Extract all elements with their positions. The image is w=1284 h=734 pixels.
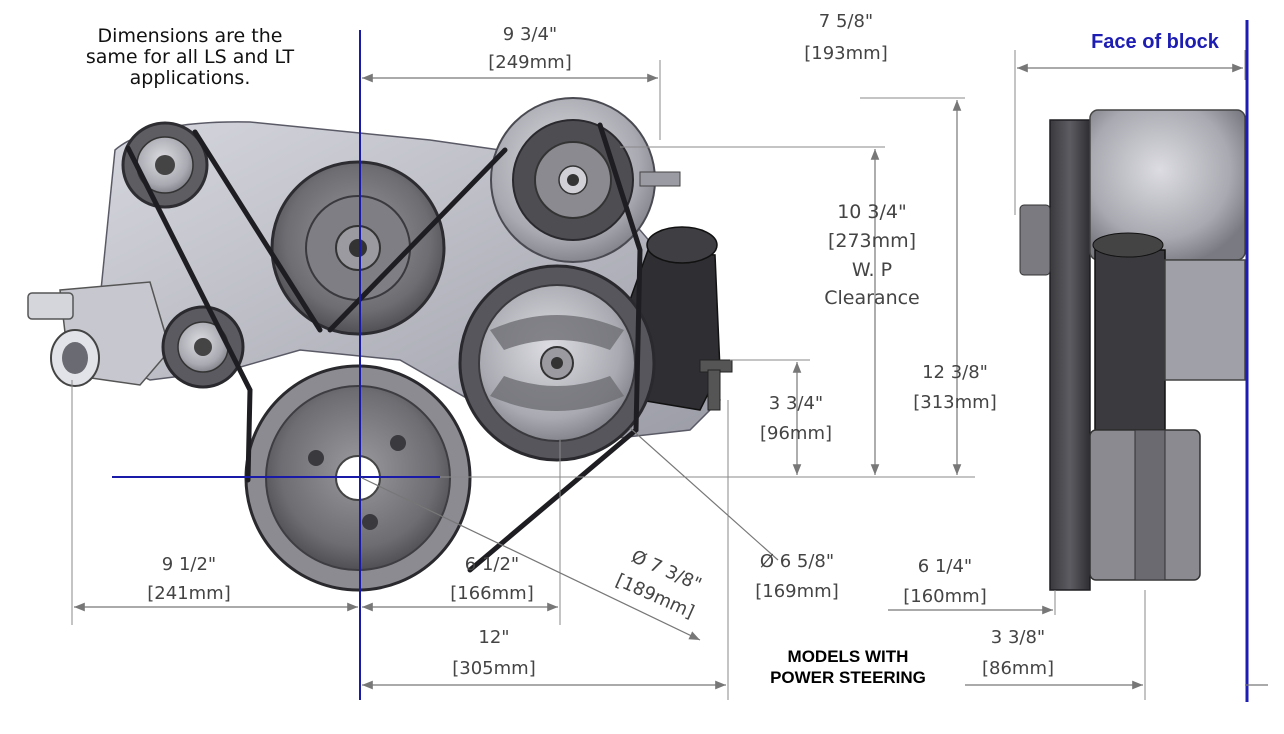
svg-text:[305mm]: [305mm]: [452, 658, 535, 679]
svg-text:[249mm]: [249mm]: [488, 52, 571, 73]
svg-text:[241mm]: [241mm]: [147, 583, 230, 604]
extension-lines: [71, 50, 1246, 700]
svg-text:6 1/2": 6 1/2": [465, 554, 519, 575]
svg-text:[166mm]: [166mm]: [450, 583, 533, 604]
svg-text:[96mm]: [96mm]: [760, 423, 832, 444]
dim-crank-to-face: 6 1/4" [160mm]: [903, 556, 986, 607]
svg-text:6 1/4": 6 1/4": [918, 556, 972, 577]
svg-text:[86mm]: [86mm]: [982, 658, 1054, 679]
water-pump-pulley: [270, 160, 446, 336]
thermostat-housing: [27, 281, 171, 387]
svg-text:3 3/4": 3 3/4": [769, 393, 823, 414]
idler-pulley-lower: [161, 305, 245, 389]
dim-total-height: 12 3/8" [313mm]: [913, 362, 996, 413]
svg-text:12 3/8": 12 3/8": [922, 362, 988, 383]
svg-text:7 5/8": 7 5/8": [819, 11, 873, 32]
svg-text:10 3/4": 10 3/4": [837, 201, 907, 223]
svg-text:W. P: W. P: [852, 259, 892, 281]
dim-bottom-width: 12" [305mm]: [452, 627, 535, 679]
idler-pulley-top: [121, 121, 209, 209]
svg-text:9 1/2": 9 1/2": [162, 554, 216, 575]
dim-ps-height: 3 3/4" [96mm]: [760, 393, 832, 444]
svg-text:Clearance: Clearance: [824, 287, 920, 309]
dim-wp-clearance: 10 3/4" [273mm] W. P Clearance: [824, 201, 920, 309]
svg-text:[313mm]: [313mm]: [913, 392, 996, 413]
power-steering-pulley: [458, 264, 656, 462]
svg-text:9 3/4": 9 3/4": [503, 24, 557, 45]
applicability-note: Dimensions are the same for all LS and L…: [62, 26, 318, 89]
svg-text:3 3/8": 3 3/8": [991, 627, 1045, 648]
dim-left-width: 9 1/2" [241mm]: [147, 554, 230, 604]
note-line: Dimensions are the: [97, 25, 283, 47]
svg-text:[169mm]: [169mm]: [755, 581, 838, 602]
dim-crank-to-ps: 6 1/2" [166mm]: [450, 554, 533, 604]
serpentine-belt: [125, 122, 643, 573]
dimension-lines: [74, 63, 1268, 690]
front-view: [27, 97, 733, 592]
svg-text:[160mm]: [160mm]: [903, 586, 986, 607]
models-label-line: MODELS WITH: [787, 647, 909, 666]
note-line: applications.: [129, 67, 251, 89]
dim-crank-dia: Ø 7 3/8" [189mm]: [613, 546, 705, 623]
side-view: [1019, 109, 1246, 591]
dim-top-width: 9 3/4" [249mm]: [488, 24, 571, 73]
svg-text:[193mm]: [193mm]: [804, 43, 887, 64]
svg-text:Ø 6 5/8": Ø 6 5/8": [760, 551, 834, 572]
models-label: MODELS WITH POWER STEERING: [742, 646, 954, 688]
side-pulley-stack: [1049, 119, 1091, 591]
svg-text:[273mm]: [273mm]: [828, 230, 916, 252]
dim-alt-to-face: 7 5/8" [193mm]: [804, 11, 887, 64]
svg-text:12": 12": [478, 627, 509, 648]
crank-pulley: [244, 364, 472, 592]
models-label-line: POWER STEERING: [770, 668, 926, 687]
dim-pulley-to-face: 3 3/8" [86mm]: [982, 627, 1054, 679]
face-of-block-label: Face of block: [1091, 31, 1219, 53]
side-ps-reservoir: [1094, 249, 1166, 431]
alternator: [490, 97, 681, 263]
dim-ps-dia: Ø 6 5/8" [169mm]: [755, 551, 838, 602]
note-line: same for all LS and LT: [85, 46, 295, 68]
